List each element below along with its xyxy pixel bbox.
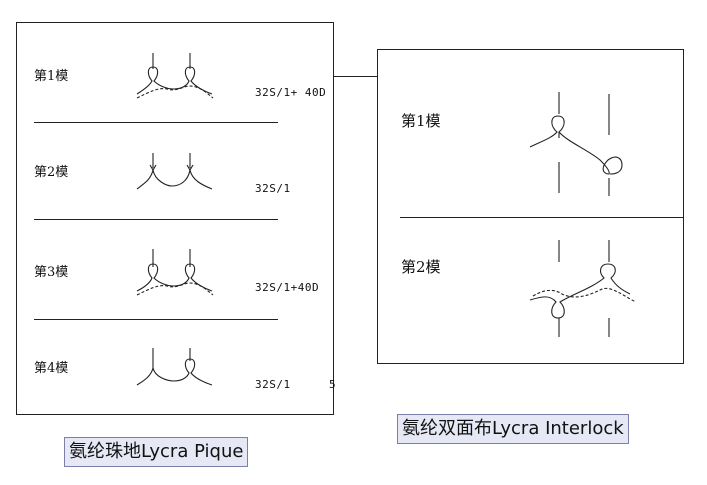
interlock-row-1-label: 第1模 bbox=[401, 112, 441, 130]
pique-caption: 氨纶珠地Lycra Pique bbox=[64, 437, 249, 467]
pique-row-2-label: 第2模 bbox=[34, 165, 69, 180]
pique-row-3-spec: 32S/1+40D bbox=[255, 281, 320, 294]
panel-connector bbox=[333, 76, 377, 77]
interlock-row-2-stitch bbox=[529, 240, 637, 337]
pique-row-4-extra: 5 bbox=[329, 378, 337, 391]
interlock-divider bbox=[400, 217, 683, 218]
pique-row-1-label: 第1模 bbox=[34, 69, 69, 84]
pique-divider-3 bbox=[34, 319, 278, 320]
pique-row-1-spec: 32S/1+ 40D bbox=[255, 86, 327, 99]
pique-row-2-spec: 32S/1 bbox=[255, 182, 291, 195]
interlock-row-2-label: 第2模 bbox=[401, 258, 441, 276]
interlock-panel: 第1模 第2模 bbox=[377, 49, 684, 364]
pique-stitch-diagrams bbox=[136, 53, 214, 386]
interlock-caption: 氨纶双面布Lycra Interlock bbox=[397, 414, 629, 444]
interlock-stitch-diagrams bbox=[529, 92, 637, 337]
pique-divider-1 bbox=[34, 122, 278, 123]
pique-divider-2 bbox=[34, 219, 278, 220]
pique-row-4-spec: 32S/1 bbox=[255, 378, 291, 391]
pique-row-2-stitch bbox=[136, 153, 213, 190]
pique-row-4-stitch bbox=[136, 348, 213, 386]
interlock-row-1-stitch bbox=[529, 92, 623, 196]
pique-row-4-label: 第4模 bbox=[34, 361, 69, 376]
pique-row-3-stitch bbox=[136, 249, 214, 296]
pique-panel: 第1模 32S/1+ 40D 第2模 32S/1 第3模 32S/1+40D 第… bbox=[16, 22, 337, 415]
pique-row-1-stitch bbox=[136, 53, 214, 99]
pique-row-3-label: 第3模 bbox=[34, 265, 69, 280]
